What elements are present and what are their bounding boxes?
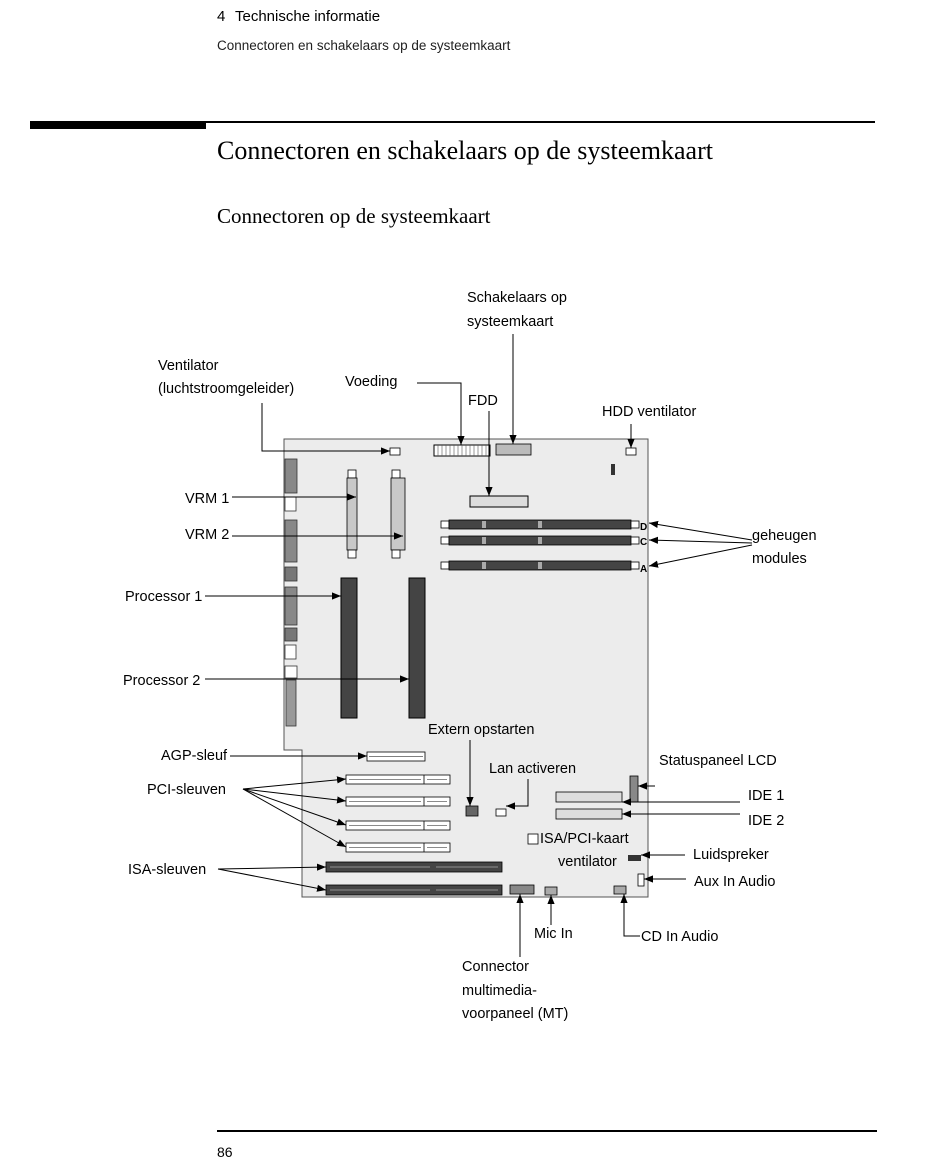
label-geheugen-1: geheugen: [752, 528, 817, 544]
label-lan: Lan activeren: [489, 761, 576, 777]
label-geheugen-2: modules: [752, 551, 807, 567]
hdd-fan-connector: [625, 447, 637, 456]
isapci-fan-connector: [527, 833, 539, 845]
label-fdd: FDD: [468, 393, 498, 409]
label-multimedia-2: multimedia-: [462, 983, 537, 999]
cd-in-connector: [613, 885, 627, 895]
pci-slots: [345, 774, 451, 853]
switch-block: [495, 443, 532, 456]
small-header: [611, 464, 615, 475]
label-aux: Aux In Audio: [694, 874, 775, 890]
processor1-slot: [340, 577, 358, 719]
label-agp: AGP-sleuf: [161, 748, 228, 764]
fdd-connector: [469, 495, 529, 508]
label-voeding: Voeding: [345, 374, 397, 390]
vrm2-socket: [390, 469, 406, 559]
lan-activeren-header: [495, 808, 507, 817]
fan-connector: [389, 447, 401, 456]
label-vrm1: VRM 1: [185, 491, 229, 507]
label-processor1: Processor 1: [125, 589, 202, 605]
label-luidspreker: Luidspreker: [693, 847, 769, 863]
running-header-chapter: 4 Technische informatie: [217, 8, 380, 25]
power-connector-pins: [437, 445, 487, 456]
statuspaneel-connector: [629, 775, 639, 803]
processor2-slot: [408, 577, 426, 719]
page-title: Connectoren en schakelaars op de systeem…: [217, 136, 713, 165]
label-ventilator-2: (luchtstroomgeleider): [158, 381, 294, 397]
label-cd: CD In Audio: [641, 929, 718, 945]
label-processor2: Processor 2: [123, 673, 200, 689]
label-extern-opstarten: Extern opstarten: [428, 722, 534, 738]
label-hdd-ventilator: HDD ventilator: [602, 404, 696, 420]
label-pci: PCI-sleuven: [147, 782, 226, 798]
board-outline: [283, 438, 649, 898]
section-rule-thick: [30, 121, 206, 129]
dimm-label-d: D: [640, 522, 647, 533]
label-mic: Mic In: [534, 926, 573, 942]
label-multimedia-1: Connector: [462, 959, 529, 975]
ide1-connector: [555, 791, 623, 803]
label-ventilator-1: Ventilator: [158, 358, 219, 374]
mic-in-connector: [544, 886, 558, 896]
label-multimedia-3: voorpaneel (MT): [462, 1006, 568, 1022]
label-ide2: IDE 2: [748, 813, 784, 829]
label-isa: ISA-sleuven: [128, 862, 206, 878]
running-header-section: Connectoren en schakelaars op de systeem…: [217, 38, 511, 53]
page-subtitle: Connectoren op de systeemkaart: [217, 204, 491, 228]
chapter-number: 4: [217, 8, 226, 25]
chapter-title: Technische informatie: [235, 8, 381, 25]
speaker-connector: [628, 855, 641, 861]
section-rule-thin: [206, 121, 875, 123]
dimm-label-a: A: [640, 564, 647, 575]
page-number: 86: [217, 1144, 233, 1159]
vrm1-socket: [346, 469, 358, 559]
label-schakelaars-1: Schakelaars op: [467, 290, 567, 306]
label-schakelaars-2: systeemkaart: [467, 314, 553, 330]
multimedia-connector: [509, 884, 535, 895]
label-ide1: IDE 1: [748, 788, 784, 804]
rear-io-connectors: [284, 458, 298, 727]
label-vrm2: VRM 2: [185, 527, 229, 543]
aux-in-connector: [637, 873, 645, 887]
extern-opstarten-jumper: [465, 805, 479, 817]
label-statuspaneel: Statuspaneel LCD: [659, 753, 777, 769]
leader-lines: [205, 334, 753, 957]
memory-slot-keys: [482, 521, 542, 569]
ide2-connector: [555, 808, 623, 820]
label-isapci-2: ventilator: [558, 854, 617, 870]
label-isapci-1: ISA/PCI-kaart: [540, 831, 629, 847]
footer-rule: [217, 1130, 877, 1132]
dimm-label-c: C: [640, 537, 647, 548]
